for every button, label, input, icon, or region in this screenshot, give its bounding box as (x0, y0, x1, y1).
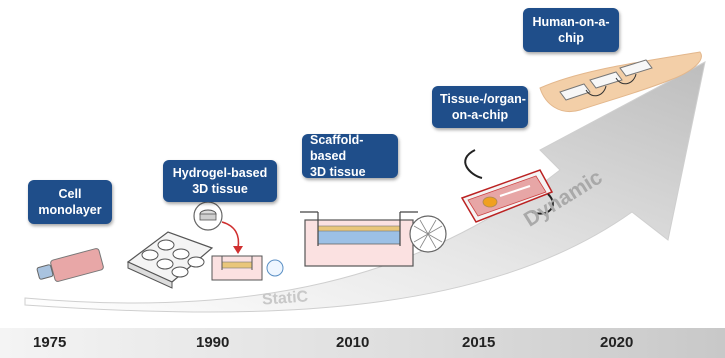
hydrogel-detail-icon (193, 201, 243, 254)
year-2010: 2010 (336, 334, 370, 351)
label-hydrogel-line2: 3D tissue (192, 182, 248, 196)
label-cell-monolayer-line2: monolayer (38, 203, 102, 217)
label-hydrogel-line1: Hydrogel-based (172, 166, 268, 180)
cell-culture-flask-icon (36, 248, 104, 282)
hydrogel-well-icon (211, 255, 284, 281)
year-2015: 2015 (462, 334, 496, 351)
timeline-bar (0, 328, 725, 358)
label-scaffold-3d-tissue: Scaffold-based 3D tissue (302, 133, 398, 179)
year-1975: 1975 (33, 334, 67, 351)
year-1990: 1990 (196, 334, 230, 351)
year-2020: 2020 (600, 334, 634, 351)
label-cell-monolayer: Cell monolayer (28, 180, 112, 224)
multiwell-plate-icon (126, 231, 214, 289)
label-tissue-organ-on-a-chip: Tissue-/organ- on-a-chip (432, 86, 528, 128)
label-human-chip-line1: Human-on-a- (532, 15, 610, 29)
organ-chip-icon (460, 149, 554, 223)
transwell-insert-icon (300, 211, 447, 267)
label-scaffold-line1: Scaffold-based (310, 133, 364, 163)
label-hydrogel-3d-tissue: Hydrogel-based 3D tissue (163, 160, 277, 202)
static-label: StatiC (261, 288, 309, 309)
label-organ-chip-line2: on-a-chip (451, 108, 509, 122)
growth-arrow (24, 61, 706, 313)
label-human-chip-line2: chip (558, 31, 584, 45)
label-human-on-a-chip: Human-on-a- chip (523, 8, 619, 52)
label-organ-chip-line1: Tissue-/organ- (440, 92, 526, 106)
label-cell-monolayer-line1: Cell (58, 187, 82, 201)
human-body-chips-icon (539, 51, 702, 112)
label-scaffold-line2: 3D tissue (310, 165, 366, 179)
